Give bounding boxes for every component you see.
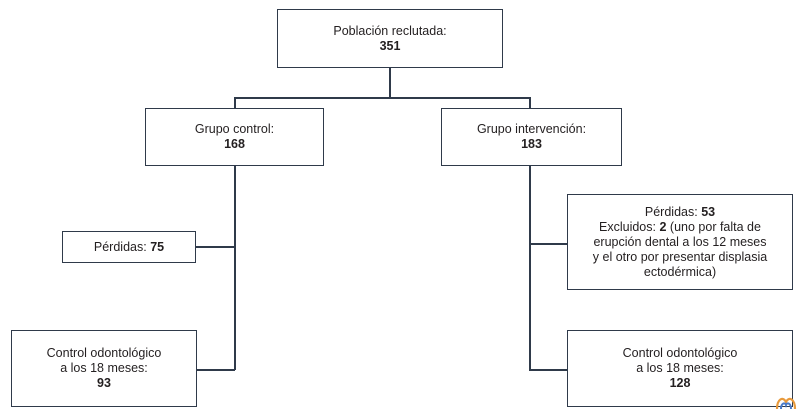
control-group-label: Grupo control:	[194, 122, 275, 136]
recruited-label: Población reclutada:	[333, 23, 447, 38]
intervention-followup-line2: a los 18 meses:	[636, 361, 724, 375]
connector-intervention-losses	[529, 243, 568, 245]
control-followup-line1: Control odontológico	[46, 346, 162, 360]
intervention-followup-line1: Control odontológico	[622, 346, 738, 360]
publisher-logo-icon	[775, 397, 797, 410]
intervention-excluded-reason-4: ectodérmica)	[643, 264, 717, 279]
connector-to-intervention	[529, 97, 531, 109]
control-followup-box: Control odontológico a los 18 meses: 93	[11, 330, 197, 407]
control-group-count: 168	[224, 137, 245, 151]
recruited-population-box: Población reclutada: 351	[277, 9, 503, 68]
connector-control-down	[234, 165, 236, 370]
connector-control-losses	[194, 246, 235, 248]
intervention-group-count: 183	[521, 137, 542, 151]
intervention-excluded-reason-2: erupción dental a los 12 meses	[593, 234, 767, 249]
connector-to-control	[234, 97, 236, 109]
connector-control-followup	[196, 369, 235, 371]
recruited-count: 351	[379, 38, 401, 53]
control-losses-box: Pérdidas: 75	[62, 231, 196, 263]
intervention-losses-box: Pérdidas: 53 Excluidos: 2 (uno por falta…	[567, 194, 793, 290]
control-followup-count: 93	[97, 376, 111, 390]
intervention-group-label: Grupo intervención:	[476, 122, 587, 136]
intervention-excluded-text: Excluidos: 2 (uno por falta de	[599, 219, 761, 234]
connector-intervention-down	[529, 165, 531, 370]
intervention-group-box: Grupo intervención: 183	[441, 108, 622, 166]
intervention-losses-text: Pérdidas: 53	[644, 204, 716, 219]
connector-top-vertical	[389, 67, 391, 98]
connector-top-horizontal	[234, 97, 530, 99]
connector-intervention-followup	[529, 369, 568, 371]
control-losses-text: Pérdidas: 75	[93, 239, 165, 254]
intervention-excluded-reason-3: y el otro por presentar displasia	[592, 249, 768, 264]
control-group-box: Grupo control: 168	[145, 108, 324, 166]
intervention-followup-box: Control odontológico a los 18 meses: 128	[567, 330, 793, 407]
control-followup-line2: a los 18 meses:	[60, 361, 148, 375]
intervention-followup-count: 128	[669, 376, 691, 390]
